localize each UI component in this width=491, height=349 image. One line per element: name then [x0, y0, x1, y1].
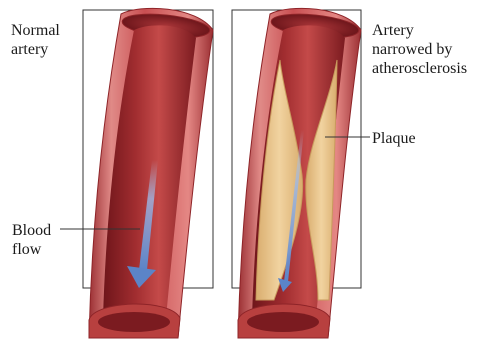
narrowed-artery — [238, 8, 361, 338]
blood-flow-label: Blood flow — [12, 221, 51, 259]
normal-artery — [89, 8, 213, 338]
plaque-label: Plaque — [372, 129, 416, 148]
narrowed-artery-label: Artery narrowed by atherosclerosis — [372, 21, 467, 78]
normal-artery-label: Normal artery — [11, 21, 60, 59]
